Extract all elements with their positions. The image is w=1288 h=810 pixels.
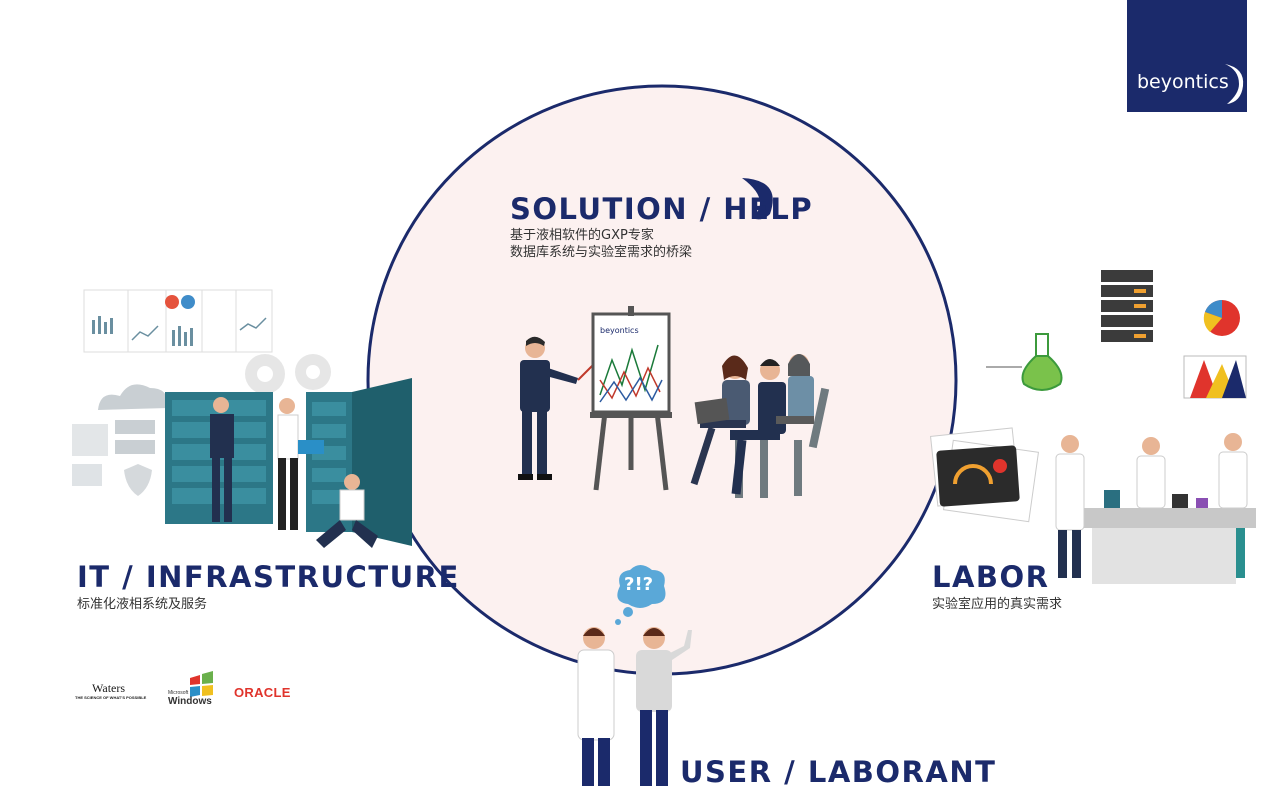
user-title: USER / LABORANT	[680, 755, 997, 789]
it-infrastructure-illustration	[72, 289, 412, 548]
windows-name: Windows	[168, 696, 212, 707]
flipchart-brand: beyontics	[600, 326, 639, 335]
windows-logo-icon	[190, 671, 213, 697]
solution-line-1: 基于液相软件的GXP专家	[510, 228, 654, 243]
brand-name: beyontics	[1137, 71, 1229, 93]
user-illustration	[577, 565, 692, 786]
brand-crescent-icon	[1225, 64, 1244, 104]
thought-bubble-text: ?!?	[624, 574, 654, 595]
oracle-logo: ORACLE	[234, 685, 291, 700]
server-stack-icon	[1101, 270, 1153, 342]
waters-tagline: THE SCIENCE OF WHAT'S POSSIBLE	[75, 695, 147, 700]
windows-prefix: Microsoft	[168, 690, 189, 696]
area-chart-icon	[1183, 355, 1247, 399]
report-documents	[83, 289, 273, 353]
labor-subtitle: 实验室应用的真实需求	[932, 597, 1063, 612]
solution-title: SOLUTION / HELP	[510, 192, 814, 226]
crescent-icon	[742, 178, 773, 220]
it-subtitle: 标准化液相系统及服务	[77, 597, 208, 612]
labor-illustration	[930, 270, 1256, 584]
solution-line-2: 数据库系统与实验室需求的桥梁	[510, 245, 693, 260]
brand-logo: beyontics	[1127, 0, 1247, 112]
it-title: IT / INFRASTRUCTURE	[77, 560, 460, 594]
labor-title: LABOR	[932, 560, 1050, 594]
presentation-illustration	[518, 306, 830, 498]
thought-bubble	[617, 565, 666, 608]
waters-name: Waters	[92, 681, 126, 695]
